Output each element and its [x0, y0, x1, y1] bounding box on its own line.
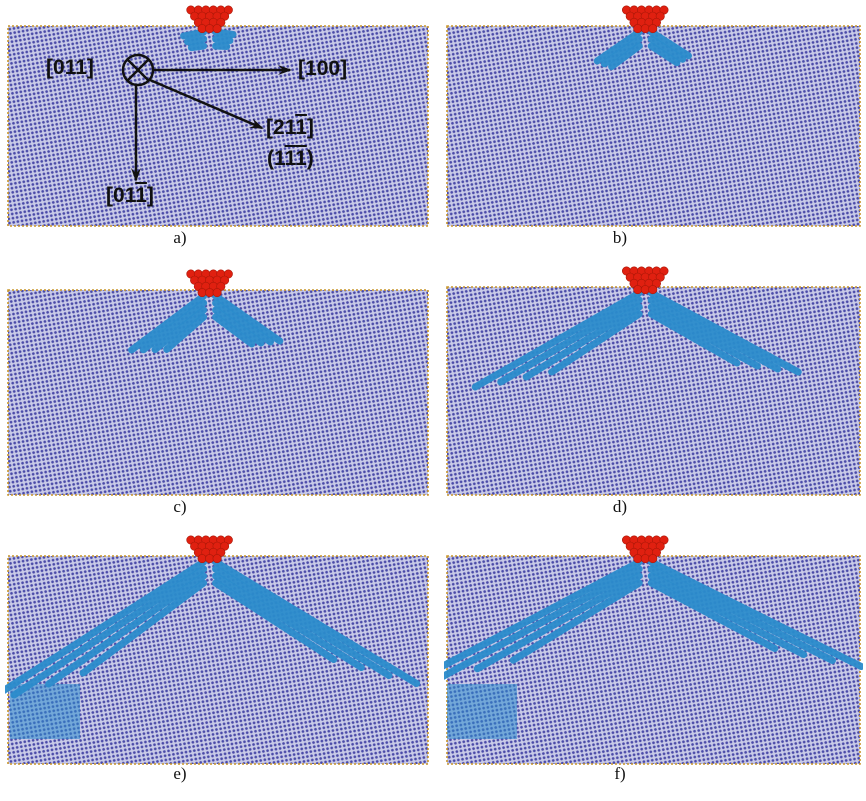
dislocation-bands	[128, 292, 284, 354]
down-direction-label: [011]	[106, 184, 154, 207]
indenter	[186, 269, 233, 298]
panel-caption: f)	[614, 764, 626, 783]
panel-caption: b)	[612, 228, 628, 247]
indenter	[621, 5, 669, 34]
lattice-block	[8, 26, 428, 226]
lattice-block	[8, 290, 428, 495]
surface-atoms	[446, 286, 861, 496]
indenter	[621, 535, 669, 564]
diag-direction-arrow	[149, 78, 264, 130]
panel-caption: d)	[612, 497, 628, 516]
dislocation-bands	[593, 28, 692, 71]
md-panel-1	[7, 5, 429, 227]
lattice-block	[447, 26, 860, 226]
lattice-block	[447, 287, 860, 495]
slip-plane-label: (111)	[267, 147, 314, 170]
out-of-plane-label: [011]	[46, 56, 94, 79]
md-panel-5	[5, 535, 429, 765]
out-of-plane-icon	[121, 53, 155, 87]
panel-caption: a)	[173, 228, 187, 247]
diag-direction-label: [211]	[266, 116, 314, 139]
indenter	[186, 5, 233, 34]
md-panel-3	[7, 269, 429, 496]
indenter	[621, 266, 669, 295]
md-panel-6	[444, 535, 863, 765]
dislocation-bands	[444, 558, 863, 739]
panel-caption: e)	[173, 764, 187, 783]
md-panel-4	[446, 266, 861, 496]
md-panel-2	[446, 5, 861, 227]
panel-caption: c)	[173, 497, 187, 516]
surface-atoms	[446, 25, 861, 227]
dislocation-bands	[471, 289, 802, 391]
x-direction-label: [100]	[298, 57, 348, 80]
orientation-axes	[121, 53, 292, 182]
indenter	[186, 535, 233, 564]
dislocation-bands	[5, 558, 421, 739]
